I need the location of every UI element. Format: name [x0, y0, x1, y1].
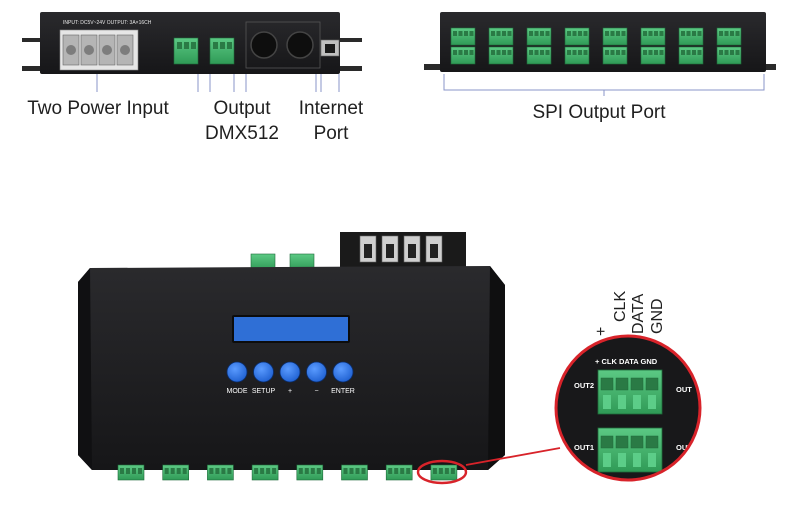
highlight-ellipse [416, 459, 468, 485]
spi-terminal-pair [602, 27, 628, 65]
spi-terminal-pair [526, 27, 552, 65]
spi-side-device [424, 12, 776, 72]
front-button[interactable]: SETUP [252, 361, 276, 395]
bottom-connector [162, 464, 189, 481]
spi-bracket [443, 74, 765, 96]
label-two-power-input: Two Power Input [27, 98, 169, 119]
zoom-out1-label: OUT1 [574, 443, 594, 452]
button-label: SETUP [252, 388, 276, 395]
button-label: ENTER [331, 388, 355, 395]
svg-text:OUT: OUT [676, 443, 692, 452]
button-cap[interactable] [253, 361, 274, 383]
spi-terminal-pair [564, 27, 590, 65]
ethernet-port [320, 39, 340, 57]
bottom-spi-connectors [117, 464, 458, 481]
bottom-connector [296, 464, 324, 481]
dmx512-ports [245, 21, 321, 69]
button-cap[interactable] [226, 361, 248, 383]
button-cap[interactable] [306, 361, 327, 383]
front-device: MODE SETUP + − ENTER [78, 232, 561, 485]
button-cap[interactable] [279, 361, 301, 383]
label-output: Output [213, 98, 271, 119]
bottom-connector [385, 464, 413, 481]
bottom-connector [207, 464, 234, 481]
bottom-connector [117, 464, 145, 481]
button-label: − [314, 388, 318, 395]
label-dmx512: DMX512 [205, 123, 279, 144]
pin-label-data: DATA [630, 293, 647, 334]
spi-terminal-pair [716, 27, 742, 65]
dmx-output-terminals [173, 37, 235, 65]
power-terminal-block [59, 29, 139, 71]
svg-text:INPUT: DC5V~24V OUTPUT: 3A×16: INPUT: DC5V~24V OUTPUT: 3A×16CH [63, 20, 152, 26]
spi-terminals [450, 27, 742, 65]
front-button[interactable]: − [306, 361, 327, 395]
svg-text:OUT: OUT [676, 385, 692, 394]
pin-label-plus: + [593, 327, 610, 336]
spi-terminal-pair [488, 27, 514, 65]
button-cap[interactable] [332, 361, 354, 383]
highlight-connector-line [465, 447, 561, 466]
button-label: MODE [227, 388, 248, 395]
label-spi-output-port: SPI Output Port [532, 102, 666, 123]
zoom-out1-terminal [597, 427, 663, 473]
pin-label-clk: CLK [612, 291, 629, 322]
spi-terminal-pair [678, 27, 704, 65]
front-button[interactable]: ENTER [331, 361, 355, 395]
label-leaders [96, 74, 340, 92]
bottom-connector [341, 464, 368, 481]
bottom-connector [251, 464, 279, 481]
label-internet: Internet [299, 98, 364, 119]
button-label: + [288, 388, 292, 395]
rear-panel-device: INPUT: DC5V~24V OUTPUT: 3A×16CH [22, 12, 362, 74]
zoom-out2-terminal [597, 369, 663, 415]
zoom-pin-header: + CLK DATA GND [595, 357, 658, 366]
front-button[interactable]: + [279, 361, 301, 395]
spi-terminal-pair [640, 27, 666, 65]
front-button[interactable]: MODE [226, 361, 248, 395]
pin-labels: + CLK DATA GND [593, 291, 666, 336]
lcd-screen [232, 315, 350, 343]
zoom-detail: + CLK DATA GND OUT2 OUT1 [554, 334, 702, 482]
zoom-out2-label: OUT2 [574, 381, 594, 390]
spi-terminal-pair [450, 27, 476, 65]
control-buttons: MODE SETUP + − ENTER [226, 361, 355, 395]
label-port: Port [314, 123, 350, 144]
pin-label-gnd: GND [649, 298, 666, 334]
bottom-connector [430, 464, 458, 481]
